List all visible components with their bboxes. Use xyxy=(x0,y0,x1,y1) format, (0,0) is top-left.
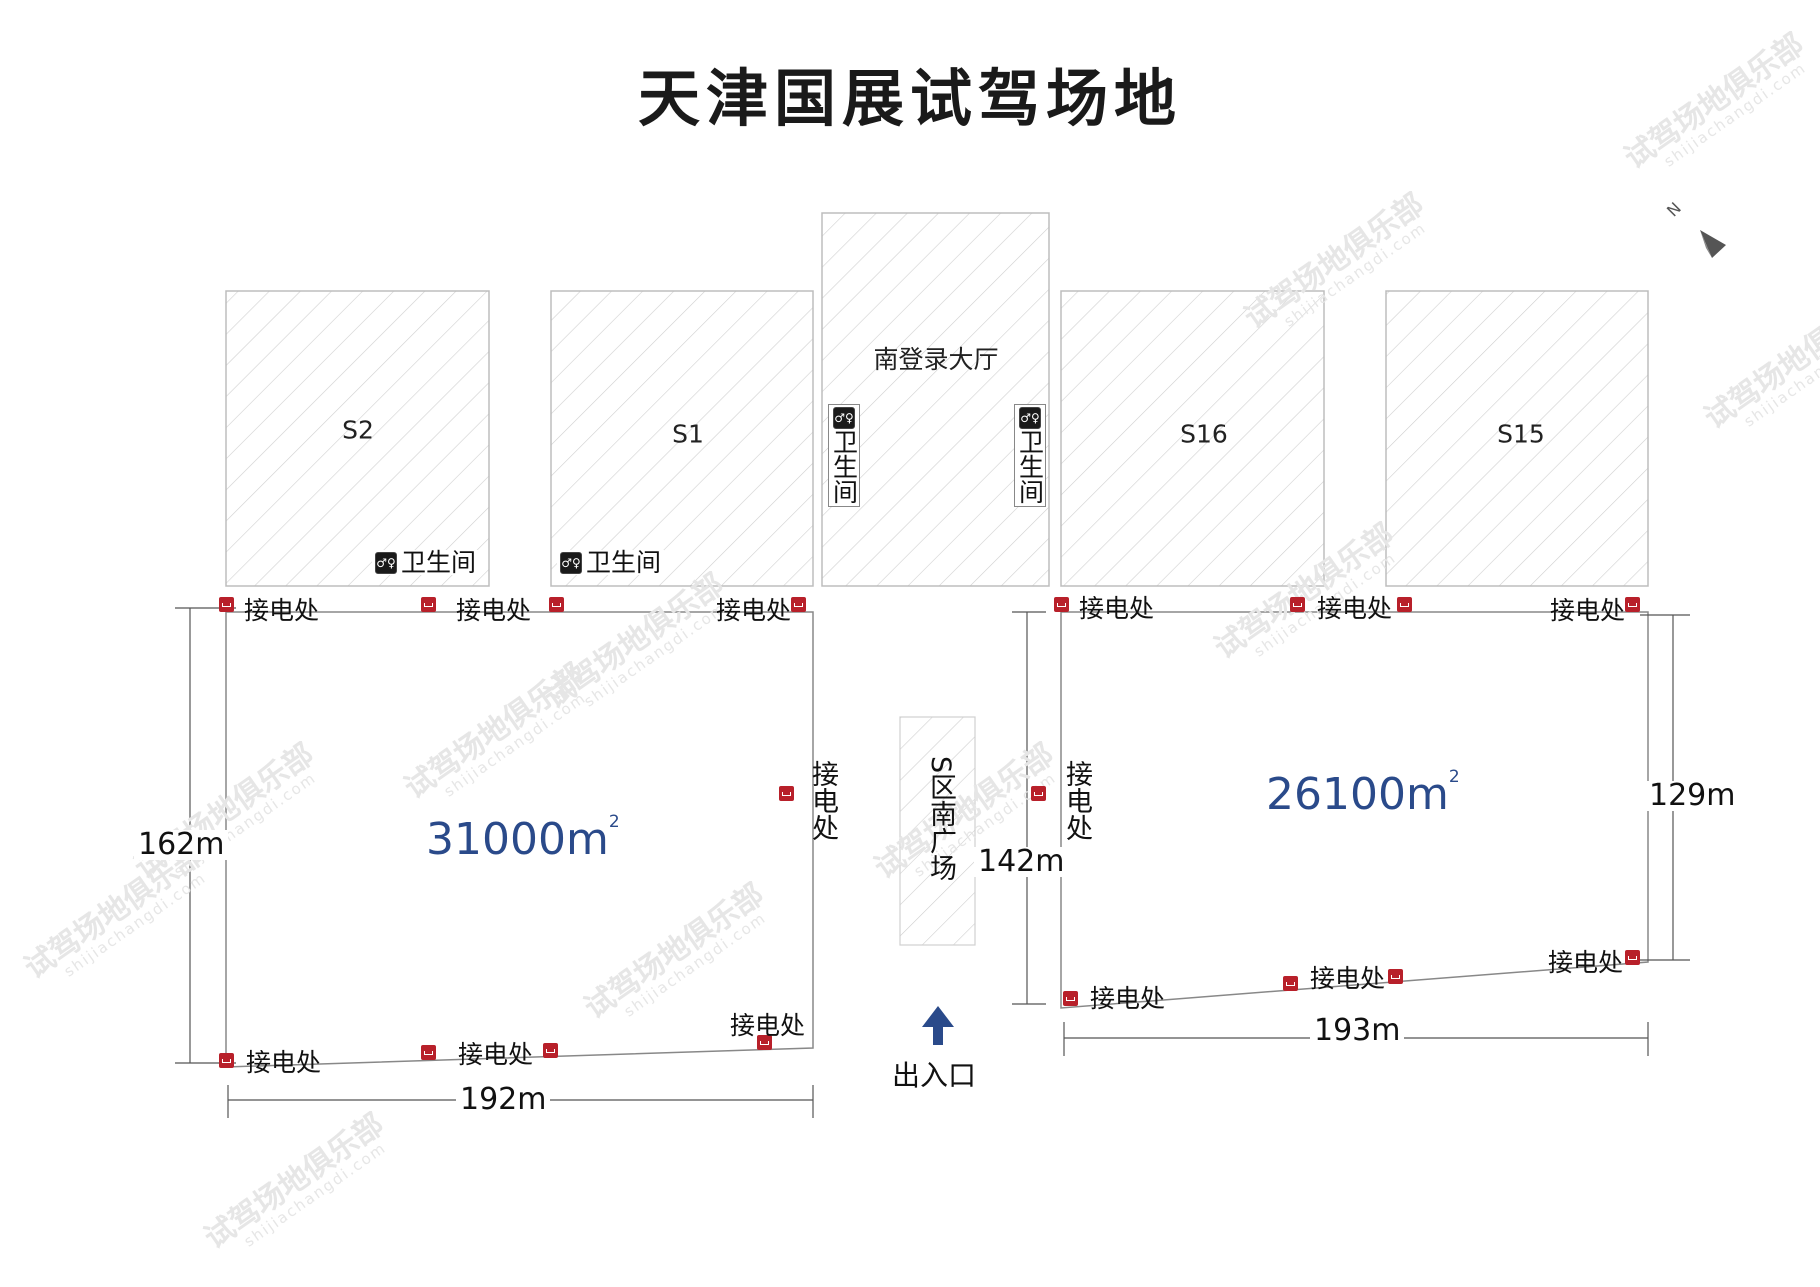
power-label: 接电处 xyxy=(1550,596,1626,625)
power-marker-icon xyxy=(219,597,234,612)
power-label: 接电处 xyxy=(1310,964,1386,993)
power-label: 接电处 xyxy=(244,596,320,625)
power-label-vertical: 接电处 xyxy=(807,760,838,841)
power-label: 接电处 xyxy=(456,596,532,625)
power-marker-icon xyxy=(791,597,806,612)
north-arrow-icon xyxy=(1700,230,1726,258)
power-marker-icon xyxy=(1031,786,1046,801)
power-marker-icon xyxy=(1054,597,1069,612)
restroom-lobby-right: ♂♀ 卫生间 xyxy=(1014,404,1046,507)
power-marker-icon xyxy=(1625,597,1640,612)
entrance-label: 出入口 xyxy=(892,1059,977,1092)
left-area-outline xyxy=(225,611,814,1068)
hall-label-s2: S2 xyxy=(342,415,374,445)
gap-height-label: 142m xyxy=(974,847,1069,877)
power-label-vertical: 接电处 xyxy=(1061,760,1092,841)
power-marker-icon xyxy=(1388,969,1403,984)
plaza-label: S区南广场 xyxy=(925,756,956,882)
power-marker-icon xyxy=(757,1035,772,1050)
power-marker-icon xyxy=(1625,950,1640,965)
power-label: 接电处 xyxy=(458,1040,534,1069)
power-marker-icon xyxy=(1283,976,1298,991)
restroom-s2: ♂♀ 卫生间 xyxy=(372,550,480,575)
right-height-label: 129m xyxy=(1645,781,1740,811)
power-marker-icon xyxy=(779,786,794,801)
hall-label-s16: S16 xyxy=(1180,419,1228,449)
power-label: 接电处 xyxy=(1548,948,1624,977)
hall-label-s15: S15 xyxy=(1497,419,1545,449)
restroom-icon: ♂♀ xyxy=(1019,407,1041,429)
page-title: 天津国展试驾场地 xyxy=(637,62,1182,135)
power-marker-icon xyxy=(549,597,564,612)
hall-s16 xyxy=(1060,290,1325,587)
power-label: 接电处 xyxy=(1079,594,1155,623)
power-label: 接电处 xyxy=(716,596,792,625)
restroom-icon: ♂♀ xyxy=(833,407,855,429)
hall-s1 xyxy=(550,290,814,587)
power-label: 接电处 xyxy=(1090,984,1166,1013)
power-marker-icon xyxy=(1063,991,1078,1006)
power-label: 接电处 xyxy=(1317,594,1393,623)
power-marker-icon xyxy=(543,1043,558,1058)
right-area-size: 26100m2 xyxy=(1266,767,1460,820)
power-marker-icon xyxy=(421,597,436,612)
hall-s2 xyxy=(225,290,490,587)
left-height-label: 162m xyxy=(134,830,229,860)
hall-s15 xyxy=(1385,290,1649,587)
power-marker-icon xyxy=(1397,597,1412,612)
dim-gap-height xyxy=(1012,611,1046,1005)
power-marker-icon xyxy=(421,1045,436,1060)
restroom-icon: ♂♀ xyxy=(375,551,397,574)
restroom-s1: ♂♀ 卫生间 xyxy=(557,550,665,575)
restroom-icon: ♂♀ xyxy=(560,551,582,574)
hall-lobby xyxy=(821,212,1050,587)
restroom-lobby-left: ♂♀ 卫生间 xyxy=(828,404,860,507)
left-width-label: 192m xyxy=(456,1085,551,1115)
power-marker-icon xyxy=(1290,597,1305,612)
power-label: 接电处 xyxy=(246,1048,322,1077)
hall-label-s1: S1 xyxy=(672,419,704,449)
right-width-label: 193m xyxy=(1310,1016,1405,1046)
power-label: 接电处 xyxy=(730,1011,806,1040)
up-arrow-icon xyxy=(922,1006,954,1045)
left-area-size: 31000m2 xyxy=(426,812,620,865)
hall-label-lobby: 南登录大厅 xyxy=(873,345,999,374)
plaza-block xyxy=(899,716,976,946)
power-marker-icon xyxy=(219,1053,234,1068)
